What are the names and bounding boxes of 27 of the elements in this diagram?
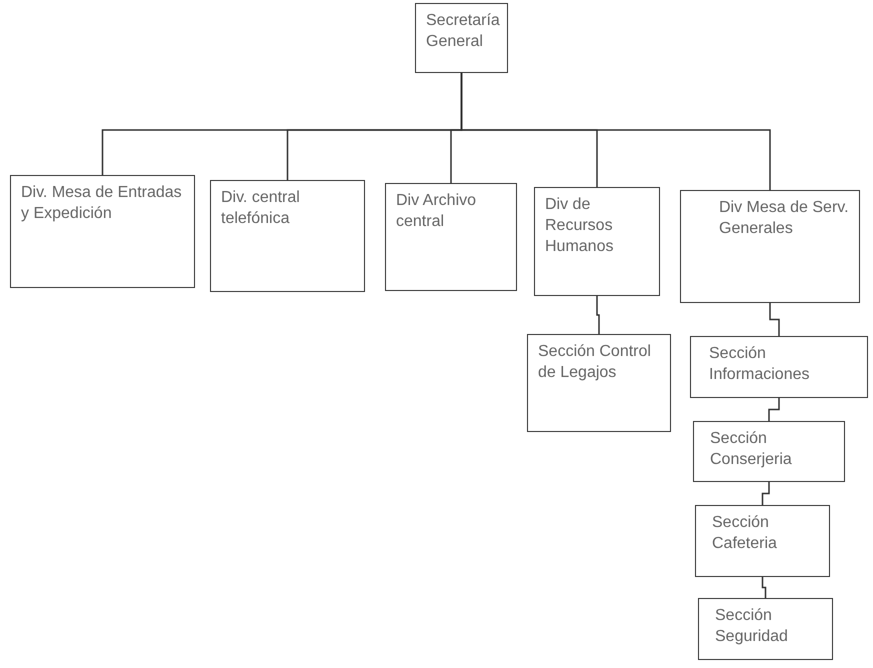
org-unit-box — [680, 190, 860, 303]
connector-line — [596, 296, 600, 334]
unit-name: Div de Recursos Humanos — [545, 195, 614, 257]
connector-line — [762, 577, 766, 598]
unit-name: Sección Cafeteria — [712, 513, 778, 554]
unit-name: Sección Informaciones — [709, 344, 810, 385]
unit-name: Sección Control de Legajos — [538, 342, 652, 383]
org-unit-box — [698, 598, 833, 660]
unit-name: Div Mesa de Serv. Generales — [719, 198, 849, 239]
org-unit-box — [10, 175, 195, 288]
unit-name: Div. central telefónica — [221, 188, 301, 229]
unit-name: Sección Seguridad — [715, 606, 789, 647]
head-office-box — [415, 3, 508, 73]
org-unit-box — [385, 183, 517, 291]
unit-name: Div. Mesa de Entradas y Expedición — [21, 183, 183, 224]
connector-line — [768, 398, 780, 421]
org-unit-box — [693, 421, 845, 482]
org-unit-box — [210, 180, 365, 292]
connector-line — [769, 303, 780, 336]
unit-name: Div Archivo central — [396, 191, 478, 232]
org-unit-box — [527, 334, 671, 432]
connector-line — [460, 73, 771, 190]
connector-line — [762, 482, 770, 505]
org-unit-box — [695, 505, 830, 577]
unit-name: Sección Conserjeria — [710, 429, 793, 470]
org-unit-box — [690, 336, 868, 398]
org-unit-box — [534, 187, 660, 296]
